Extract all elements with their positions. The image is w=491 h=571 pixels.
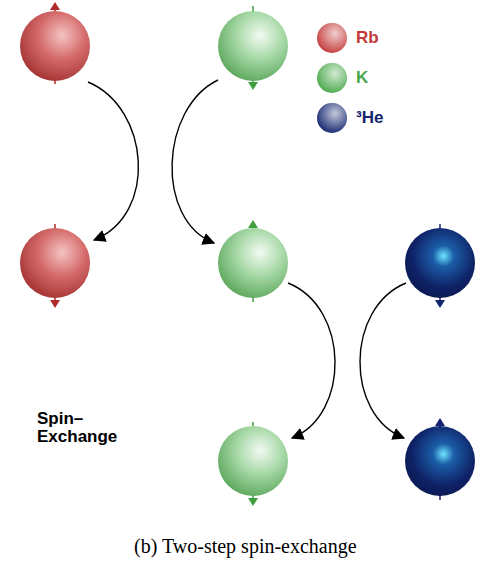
he3-atom: [405, 224, 475, 308]
he3-atom: [405, 418, 475, 500]
exchange-arrow: [288, 283, 335, 438]
figure-caption: (b) Two-step spin-exchange: [134, 535, 357, 558]
legend-swatch: [316, 22, 348, 54]
legend-label: Rb: [356, 28, 379, 48]
rb-atom: [20, 224, 90, 308]
annotation-label: Spin– Exchange: [37, 410, 147, 446]
k-atom: [218, 422, 288, 506]
legend-swatch: [316, 62, 348, 94]
legend-label: K: [356, 68, 368, 88]
exchange-arrow: [88, 82, 138, 240]
legend-label: ³He: [356, 108, 383, 128]
rb-atom: [20, 2, 90, 84]
k-atom: [218, 6, 288, 90]
legend-swatch: [316, 102, 348, 134]
exchange-arrow: [360, 283, 406, 438]
k-atom: [218, 220, 288, 302]
exchange-arrow: [172, 80, 218, 243]
